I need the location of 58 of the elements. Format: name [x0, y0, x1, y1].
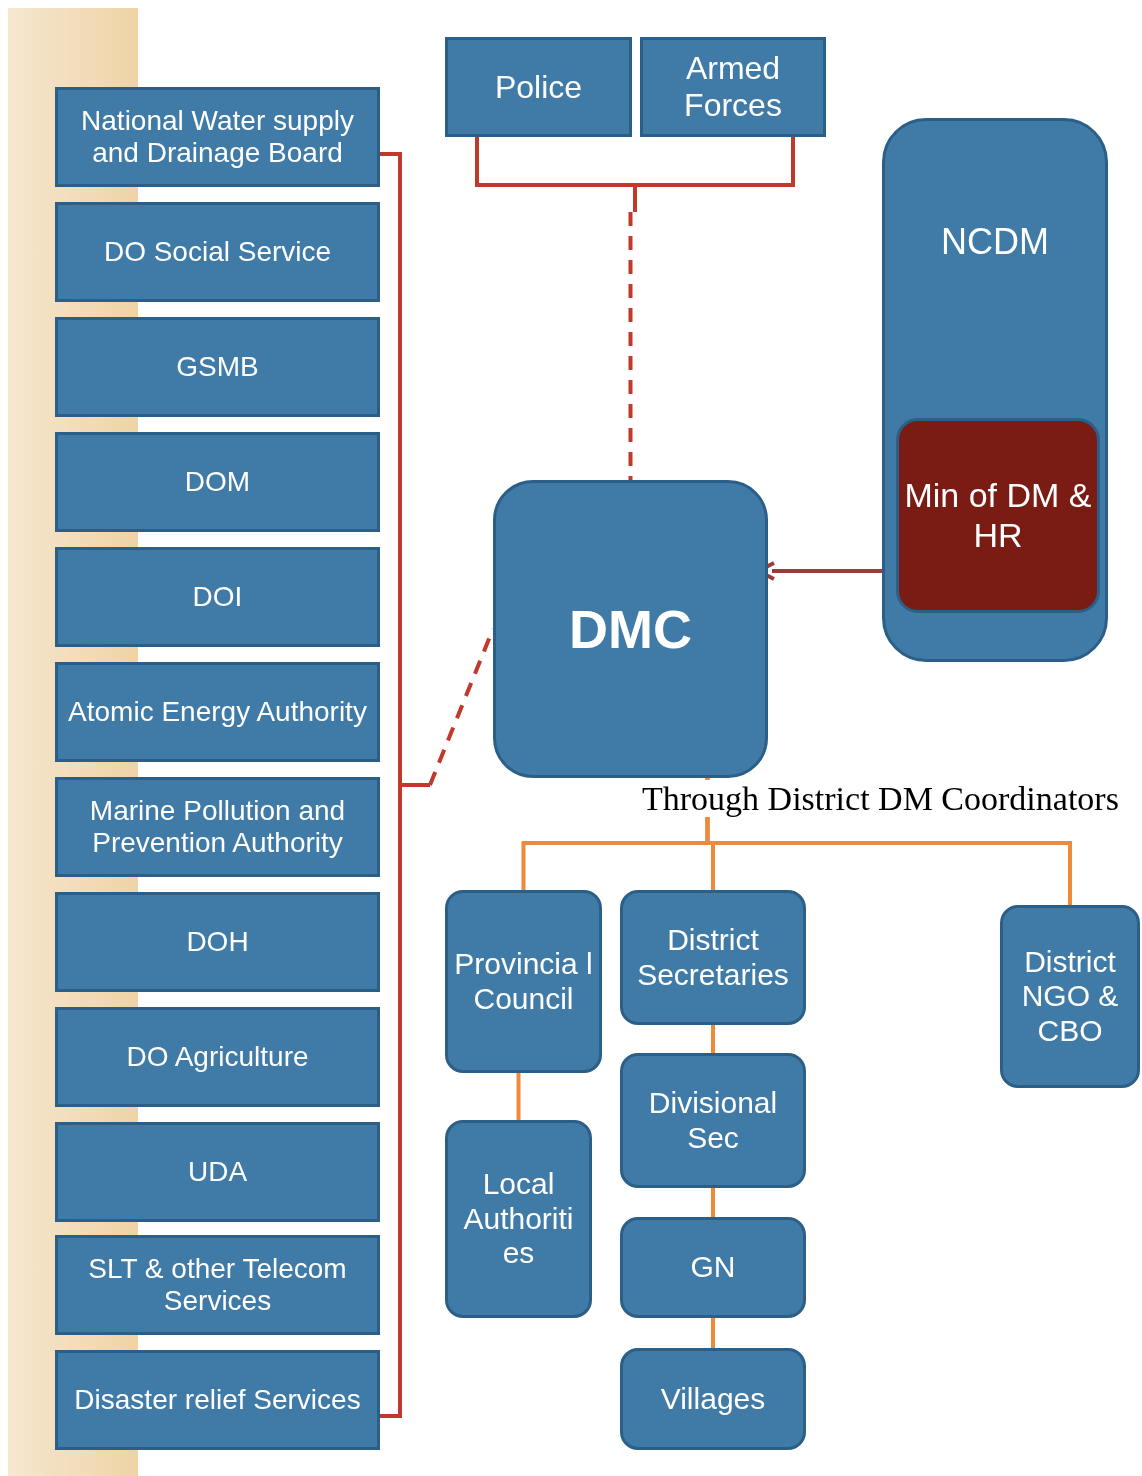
box-label: District Secretaries — [636, 923, 790, 992]
org-box — [620, 1217, 806, 1318]
org-box — [55, 1122, 380, 1222]
bracket — [473, 137, 797, 212]
org-box — [55, 1007, 380, 1107]
box-label: DOI — [192, 580, 243, 614]
box-label: Villages — [660, 1381, 766, 1417]
org-box — [620, 890, 806, 1025]
org-box — [640, 37, 826, 137]
connector-line — [711, 1025, 715, 1053]
bracket — [378, 150, 430, 1420]
box-label: DOM — [184, 465, 251, 499]
org-box — [445, 890, 602, 1073]
org-box — [55, 432, 380, 532]
connector-line — [428, 628, 495, 786]
connector-note: Through District DM Coordinators — [642, 780, 1119, 818]
org-box — [55, 547, 380, 647]
box-label: Armed Forces — [683, 50, 783, 124]
box-label: Marine Pollution and Prevention Authority — [88, 794, 347, 860]
org-box — [1000, 905, 1140, 1088]
box-label: GSMB — [176, 350, 259, 384]
connector-line — [711, 1188, 715, 1217]
org-box — [55, 662, 380, 762]
box-label: Min of DM & HR — [903, 476, 1093, 555]
box-label: Police — [494, 68, 583, 106]
box-label: Provincia l Council — [453, 947, 594, 1016]
box-label: Atomic Energy Authority — [68, 695, 367, 729]
box-label: DMC — [569, 597, 692, 661]
box-label: GN — [690, 1250, 736, 1285]
org-box — [445, 37, 632, 137]
box-label: National Water supply and Drainage Board — [80, 104, 355, 170]
connector-line — [628, 212, 633, 480]
hub-box — [493, 480, 768, 778]
org-box — [55, 1350, 380, 1450]
box-label: District NGO & CBO — [1020, 944, 1120, 1049]
org-box — [55, 202, 380, 302]
box-label: Local Authoriti es — [462, 1167, 575, 1271]
org-box — [620, 1348, 806, 1450]
box-label: Disaster relief Services — [74, 1383, 361, 1417]
box-label: SLT & other Telecom Services — [87, 1252, 348, 1318]
box-label: DO Social Service — [103, 235, 332, 269]
box-label: NCDM — [941, 221, 1049, 263]
org-box — [55, 892, 380, 992]
connector-line — [705, 778, 1072, 905]
org-box — [620, 1053, 806, 1188]
org-box — [55, 777, 380, 877]
box-label: DO Agriculture — [126, 1040, 309, 1074]
connector-line — [516, 1073, 521, 1120]
group-panel — [882, 118, 1108, 662]
box-label: Divisional Sec — [647, 1086, 779, 1155]
box-label: UDA — [187, 1155, 248, 1189]
box-label: DOH — [186, 925, 249, 959]
org-box — [55, 87, 380, 187]
org-box — [55, 317, 380, 417]
org-box — [445, 1120, 592, 1318]
org-box — [896, 418, 1100, 613]
connector-line — [711, 1318, 715, 1348]
org-box — [55, 1235, 380, 1335]
